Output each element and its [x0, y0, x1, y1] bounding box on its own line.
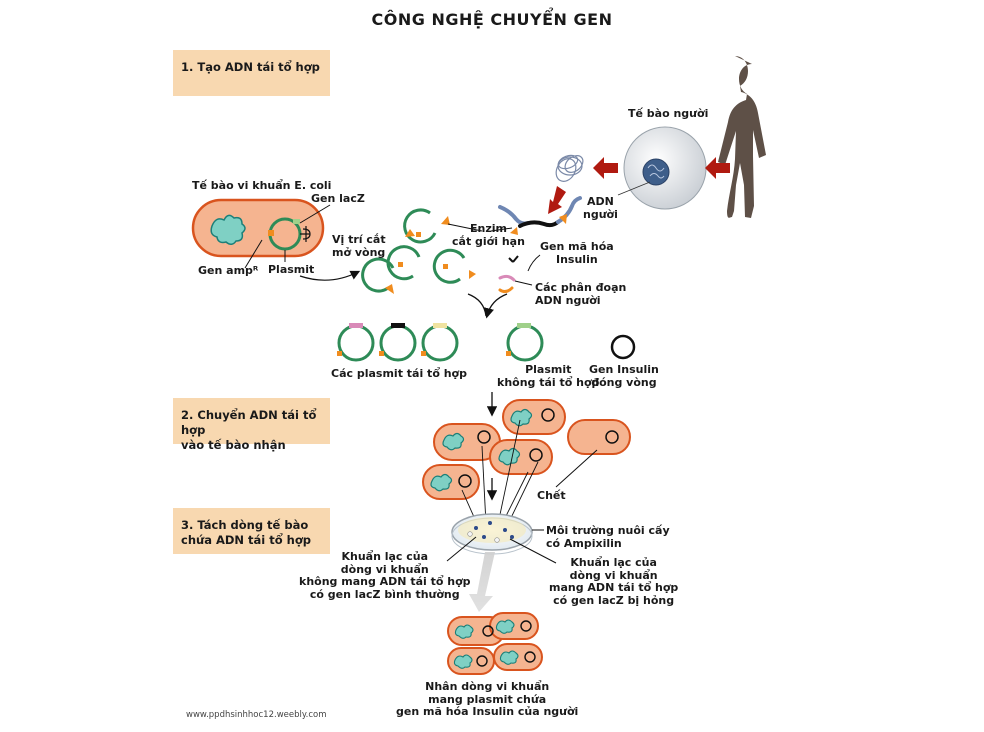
insulin-gene-strand	[518, 220, 560, 228]
opened-plasmids	[361, 208, 466, 293]
circular-insulin-gene	[610, 334, 636, 360]
red-arrow-to-dna	[593, 157, 618, 179]
human-silhouette	[718, 56, 766, 218]
page-title: CÔNG NGHỆ CHUYỂN GEN	[371, 10, 613, 29]
label-circular-gene: Gen Insulin đóng vòng	[589, 363, 659, 389]
label-insulin-gene: Gen mã hóa Insulin	[540, 240, 614, 266]
colonies	[467, 521, 514, 543]
label-dead: Chết	[537, 489, 566, 502]
label-bacterium: Tế bào vi khuẩn E. coli	[192, 179, 332, 192]
label-cut-site: Vị trí cắt mở vòng	[332, 233, 386, 259]
non-recombinant-plasmid	[506, 324, 544, 362]
label-recombinant: Các plasmit tái tổ hợp	[331, 367, 467, 380]
selection-beam	[469, 552, 495, 612]
step-3-box: 3. Tách dòng tế bào chứa ADN tái tổ hợp	[173, 508, 330, 554]
label-non-recombinant: Plasmit không tái tổ hợp	[497, 363, 600, 389]
label-enzyme: Enzim cắt giới hạn	[452, 222, 525, 248]
label-clone: Nhân dòng vi khuẩn mang plasmit chứa gen…	[396, 680, 579, 718]
step-2-box: 2. Chuyển ADN tái tổ hợp vào tế bào nhận	[173, 398, 330, 452]
dna-fragment-2	[498, 286, 514, 294]
dna-tangle	[555, 154, 584, 182]
label-colony-normal: Khuẩn lạc của dòng vi khuẩn không mang A…	[299, 550, 471, 601]
footer-url: www.ppdhsinhhoc12.weebly.com	[186, 710, 327, 720]
label-gene-lacz: Gen lacZ	[311, 192, 365, 205]
label-fragments: Các phân đoạn ADN người	[535, 281, 627, 307]
red-arrow-down	[548, 186, 566, 214]
red-arrow-to-cell	[705, 157, 730, 179]
human-nucleus	[642, 158, 670, 186]
label-gene-amp: Gen ampᴿ	[198, 264, 259, 277]
label-plasmid: Plasmit	[268, 263, 315, 276]
label-human-dna: ADN người	[583, 195, 618, 221]
step-1-box: 1. Tạo ADN tái tổ hợp	[173, 50, 330, 96]
label-colony-broken: Khuẩn lạc của dòng vi khuẩn mang ADN tái…	[549, 556, 679, 607]
bacterial-chromosome	[210, 214, 246, 245]
label-medium: Môi trường nuôi cấy có Ampixilin	[546, 524, 670, 550]
dna-fragment-1	[498, 274, 516, 282]
label-human-cell: Tế bào người	[628, 107, 709, 120]
